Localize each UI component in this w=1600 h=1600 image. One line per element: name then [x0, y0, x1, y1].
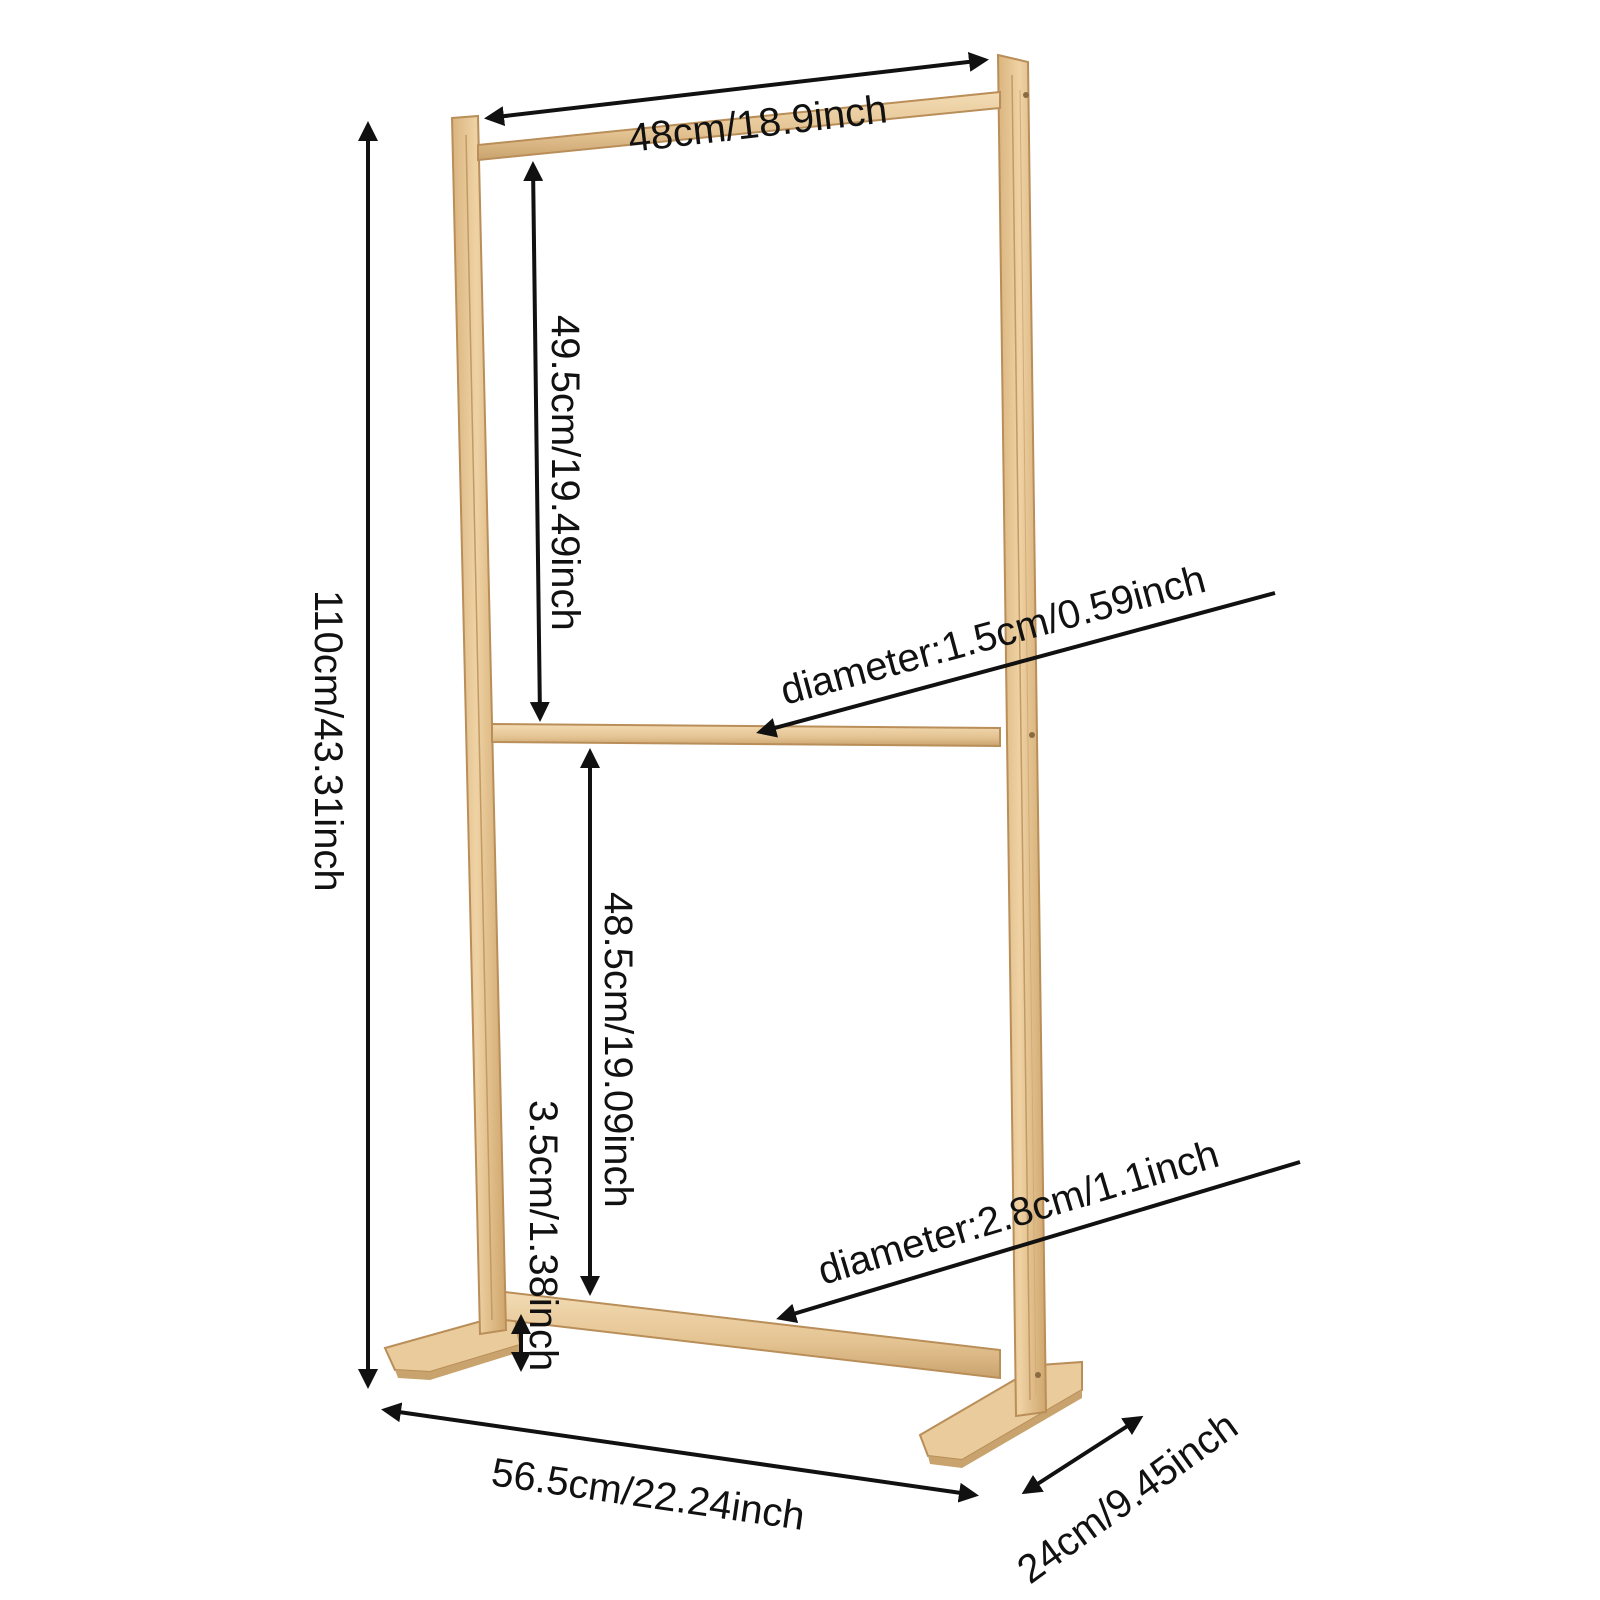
- base-width-arrow: [381, 1402, 979, 1503]
- lower-gap-label: 48.5cm/19.09inch: [596, 892, 640, 1208]
- foot-depth-arrow: [1021, 1415, 1144, 1495]
- upper-gap-arrow: [523, 161, 550, 722]
- foot-depth-label: 24cm/9.45inch: [1009, 1404, 1245, 1593]
- middle-rail: [491, 722, 1001, 748]
- right-post: [996, 53, 1048, 1418]
- middle-diameter-label: diameter:1.5cm/0.59inch: [776, 557, 1210, 714]
- middle-diameter-leader: [756, 591, 1276, 738]
- towel-stand: [383, 53, 1083, 1468]
- base-rail-height-label: 3.5cm/1.38inch: [521, 1100, 565, 1371]
- top-width-arrow: [484, 51, 989, 127]
- total-height-label: 110cm/43.31inch: [306, 590, 350, 892]
- bottom-diameter-leader: [776, 1160, 1301, 1323]
- upper-gap-label: 49.5cm/19.49inch: [543, 315, 587, 631]
